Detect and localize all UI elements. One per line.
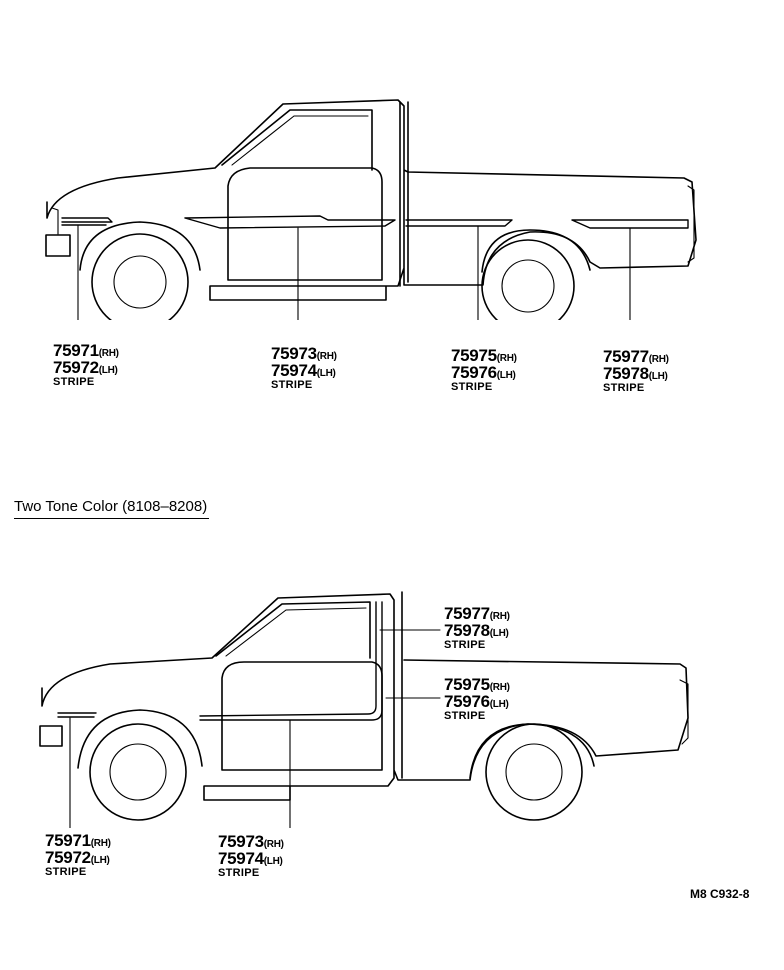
part-label: STRIPE [451,381,493,393]
part-label: STRIPE [444,639,486,651]
front-wheel [89,723,187,821]
side-tag: (LH) [648,371,668,382]
tailgate [679,679,689,745]
part-number-rh: 75975 [451,346,497,365]
tailgate [687,185,695,263]
cab-window-inner [231,115,369,166]
side-tag: (LH) [263,856,283,867]
side-tag: (LH) [98,365,118,376]
cab-window-inner [225,607,367,657]
side-tag: (RH) [489,611,510,622]
callout-bottom-4: 75973(RH) 75974(LH) STRIPE [218,833,284,879]
part-label: STRIPE [218,867,260,879]
callout-bottom-1: 75977(RH) 75978(LH) STRIPE [444,605,510,651]
part-number-lh: 75978 [444,621,490,640]
callout-top-4: 75977(RH) 75978(LH) STRIPE [603,348,669,394]
front-fender-arch [79,221,201,271]
front-bumper [45,234,71,257]
part-number-lh: 75976 [444,692,490,711]
part-number-rh: 75975 [444,675,490,694]
rear-wheel-rim [501,259,555,313]
part-label: STRIPE [603,382,645,394]
side-tag: (RH) [98,348,119,359]
part-number-rh: 75977 [603,347,649,366]
side-tag: (LH) [496,370,516,381]
stripe-door [184,215,396,229]
rear-wheel [481,239,575,320]
truck-diagram-top [45,99,697,320]
callout-bottom-2: 75975(RH) 75976(LH) STRIPE [444,676,510,722]
part-number-lh: 75974 [218,849,264,868]
side-tag: (LH) [489,699,509,710]
side-tag: (LH) [489,628,509,639]
cab-window [215,601,371,659]
front-wheel-rim [109,743,167,801]
rear-fender-arch [469,723,595,779]
side-tag: (RH) [489,682,510,693]
part-number-lh: 75976 [451,363,497,382]
section-title-two-tone: Two Tone Color (8108–8208) [14,498,210,519]
stripe-cab-pillar [199,601,383,721]
rear-fender-arch [481,229,591,273]
part-number-rh: 75971 [45,831,91,850]
front-wheel-rim [113,255,167,309]
front-bumper [39,725,63,747]
part-number-lh: 75972 [53,358,99,377]
truck-body-outline [41,593,689,801]
side-tag: (RH) [90,838,111,849]
part-number-lh: 75974 [271,361,317,380]
figure-code: M8 C932-8 [690,887,750,901]
callout-top-2: 75973(RH) 75974(LH) STRIPE [271,345,337,391]
callout-top-1: 75971(RH) 75972(LH) STRIPE [53,342,119,388]
part-number-rh: 75973 [218,832,264,851]
side-tag: (RH) [496,353,517,364]
part-number-rh: 75973 [271,344,317,363]
grille [51,207,59,235]
rear-wheel [485,723,583,821]
side-tag: (LH) [90,855,110,866]
part-number-lh: 75972 [45,848,91,867]
part-number-lh: 75978 [603,364,649,383]
rear-wheel-rim [505,743,563,801]
part-label: STRIPE [53,376,95,388]
part-label: STRIPE [45,866,87,878]
callout-top-3: 75975(RH) 75976(LH) STRIPE [451,347,517,393]
side-tag: (LH) [316,368,336,379]
front-fender-arch [77,709,203,769]
part-number-rh: 75971 [53,341,99,360]
stripe-bed [571,219,689,229]
front-wheel [91,233,189,320]
side-tag: (RH) [316,351,337,362]
part-number-rh: 75977 [444,604,490,623]
stripe-front-fender [61,217,113,223]
cab-window [221,109,373,171]
part-label: STRIPE [271,379,313,391]
stripe-front-fender [57,712,97,718]
stripe-cab [405,219,513,227]
door-outline [227,167,383,281]
callout-bottom-3: 75971(RH) 75972(LH) STRIPE [45,832,111,878]
part-label: STRIPE [444,710,486,722]
side-tag: (RH) [648,354,669,365]
side-tag: (RH) [263,839,284,850]
truck-diagram-bottom [39,591,689,828]
